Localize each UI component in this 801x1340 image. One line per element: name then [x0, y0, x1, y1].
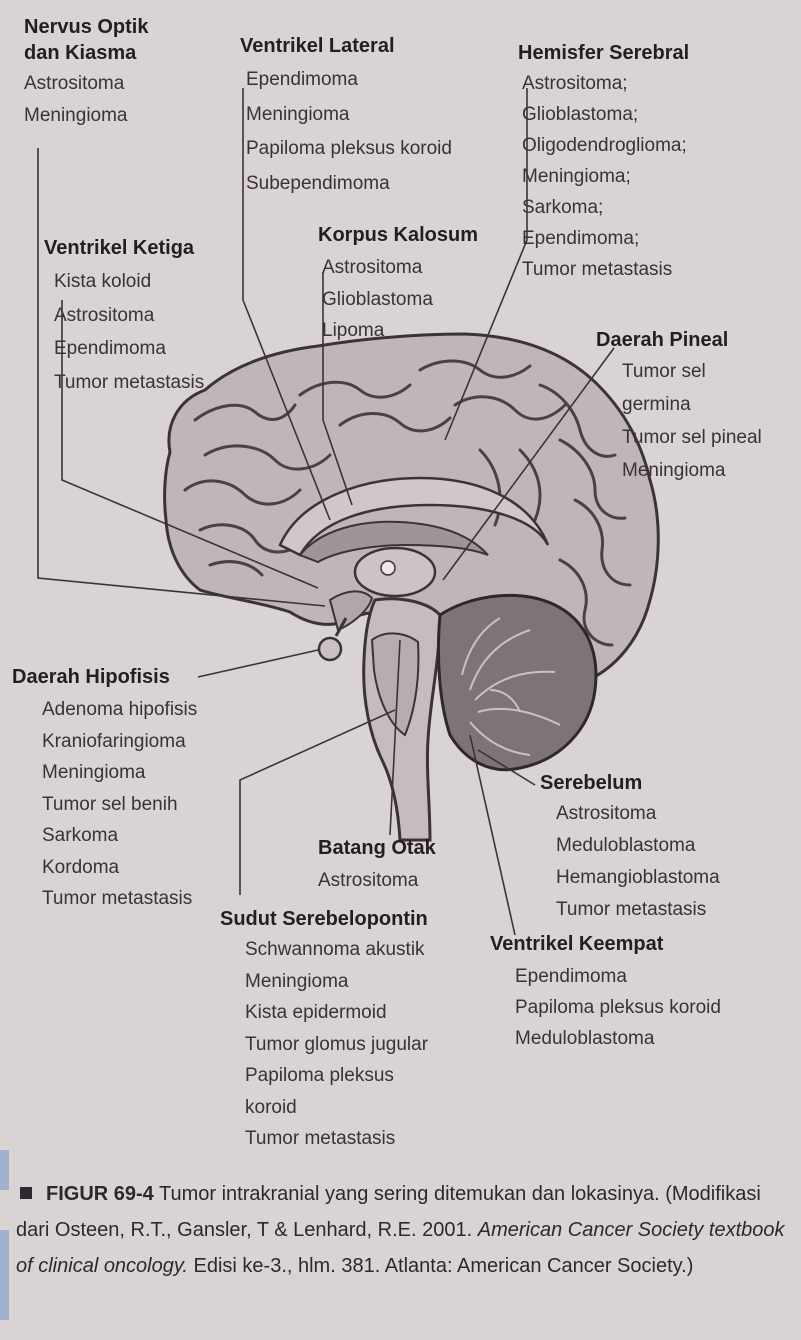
list-item: Sarkoma;: [522, 192, 689, 223]
thalamus: [355, 548, 435, 596]
label-daerah-hipofisis-title: Daerah Hipofisis: [12, 664, 197, 690]
label-daerah-hipofisis: Daerah Hipofisis Adenoma hipofisis Krani…: [12, 664, 197, 915]
label-korpus-kalosum-title: Korpus Kalosum: [318, 222, 478, 248]
label-sudut-serebelopontin: Sudut Serebelopontin Schwannoma akustik …: [220, 906, 428, 1155]
label-batang-otak-title: Batang Otak: [318, 835, 436, 861]
list-item: Tumor metastasis: [556, 894, 720, 926]
list-item: germina: [622, 388, 762, 421]
list-item: Subependimoma: [246, 167, 452, 202]
label-sudut-serebelopontin-title: Sudut Serebelopontin: [220, 906, 428, 932]
label-nervus-optik-title-1: Nervus Optik: [24, 14, 148, 40]
label-batang-otak: Batang Otak Astrositoma: [318, 835, 436, 897]
label-daerah-pineal-title: Daerah Pineal: [596, 327, 762, 353]
list-item: Astrositoma: [322, 252, 478, 284]
list-item: Schwannoma akustik: [245, 934, 428, 966]
caption-text-2: Edisi ke-3., hlm. 381. Atlanta: American…: [188, 1255, 693, 1277]
label-ventrikel-ketiga-title: Ventrikel Ketiga: [44, 235, 204, 261]
list-item: Papiloma pleksus koroid: [515, 992, 721, 1023]
list-item: Tumor sel benih: [42, 789, 197, 821]
label-hemisfer-serebral-title: Hemisfer Serebral: [518, 40, 689, 66]
label-serebelum: Serebelum Astrositoma Meduloblastoma Hem…: [540, 770, 720, 926]
list-item: Astrositoma;: [522, 68, 689, 99]
list-item: Ependimoma: [246, 63, 452, 98]
list-item: Tumor sel: [622, 355, 762, 388]
label-ventrikel-keempat-title: Ventrikel Keempat: [490, 931, 721, 957]
figure-label: FIGUR 69-4: [46, 1183, 154, 1205]
list-item: Glioblastoma;: [522, 99, 689, 130]
list-item: Meningioma: [246, 98, 452, 133]
list-item: Meningioma: [42, 757, 197, 789]
list-item: Lipoma: [322, 315, 478, 347]
list-item: Astrositoma: [54, 299, 204, 333]
list-item: Oligodendroglioma;: [522, 130, 689, 161]
accent-bar-1: [0, 1150, 9, 1190]
list-item: Kista epidermoid: [245, 997, 428, 1029]
list-item: Tumor metastasis: [42, 883, 197, 915]
list-item: Kraniofaringioma: [42, 726, 197, 758]
list-item: Astrositoma: [24, 68, 148, 100]
label-daerah-pineal: Daerah Pineal Tumor sel germina Tumor se…: [596, 327, 762, 487]
label-ventrikel-keempat: Ventrikel Keempat Ependimoma Papiloma pl…: [490, 931, 721, 1054]
list-item: Meduloblastoma: [515, 1023, 721, 1054]
list-item: Sarkoma: [42, 820, 197, 852]
label-hemisfer-serebral: Hemisfer Serebral Astrositoma; Glioblast…: [518, 40, 689, 285]
list-item: Adenoma hipofisis: [42, 694, 197, 726]
label-korpus-kalosum: Korpus Kalosum Astrositoma Glioblastoma …: [318, 222, 478, 347]
list-item: Tumor metastasis: [54, 366, 204, 400]
list-item: Meningioma;: [522, 161, 689, 192]
list-item: Ependimoma;: [522, 223, 689, 254]
list-item: koroid: [245, 1092, 428, 1124]
list-item: Tumor glomus jugular: [245, 1029, 428, 1061]
list-item: Papiloma pleksus: [245, 1060, 428, 1092]
leader-hipofisis: [198, 650, 318, 677]
list-item: Meduloblastoma: [556, 830, 720, 862]
list-item: Tumor metastasis: [522, 254, 689, 285]
list-item: Tumor metastasis: [245, 1123, 428, 1155]
list-item: Glioblastoma: [322, 284, 478, 316]
cerebellum: [438, 595, 595, 769]
list-item: Tumor sel pineal: [622, 421, 762, 454]
list-item: Meningioma: [24, 100, 148, 132]
list-item: Meningioma: [245, 966, 428, 998]
list-item: Kordoma: [42, 852, 197, 884]
list-item: Ependimoma: [515, 961, 721, 992]
caption-bullet-icon: [20, 1187, 32, 1199]
label-nervus-optik: Nervus Optik dan Kiasma Astrositoma Meni…: [24, 14, 148, 131]
list-item: Hemangioblastoma: [556, 862, 720, 894]
list-item: Astrositoma: [318, 865, 436, 897]
label-ventrikel-lateral-title: Ventrikel Lateral: [240, 33, 452, 59]
accent-bar-2: [0, 1230, 9, 1320]
list-item: Meningioma: [622, 454, 762, 487]
label-serebelum-title: Serebelum: [540, 770, 720, 796]
list-item: Astrositoma: [556, 798, 720, 830]
label-ventrikel-lateral: Ventrikel Lateral Ependimoma Meningioma …: [240, 33, 452, 201]
list-item: Ependimoma: [54, 332, 204, 366]
list-item: Kista koloid: [54, 265, 204, 299]
list-item: Papiloma pleksus koroid: [246, 132, 452, 167]
label-ventrikel-ketiga: Ventrikel Ketiga Kista koloid Astrositom…: [44, 235, 204, 399]
pituitary-gland: [319, 638, 341, 660]
figure-caption: FIGUR 69-4 Tumor intrakranial yang serin…: [16, 1176, 786, 1284]
label-nervus-optik-title-2: dan Kiasma: [24, 40, 148, 66]
